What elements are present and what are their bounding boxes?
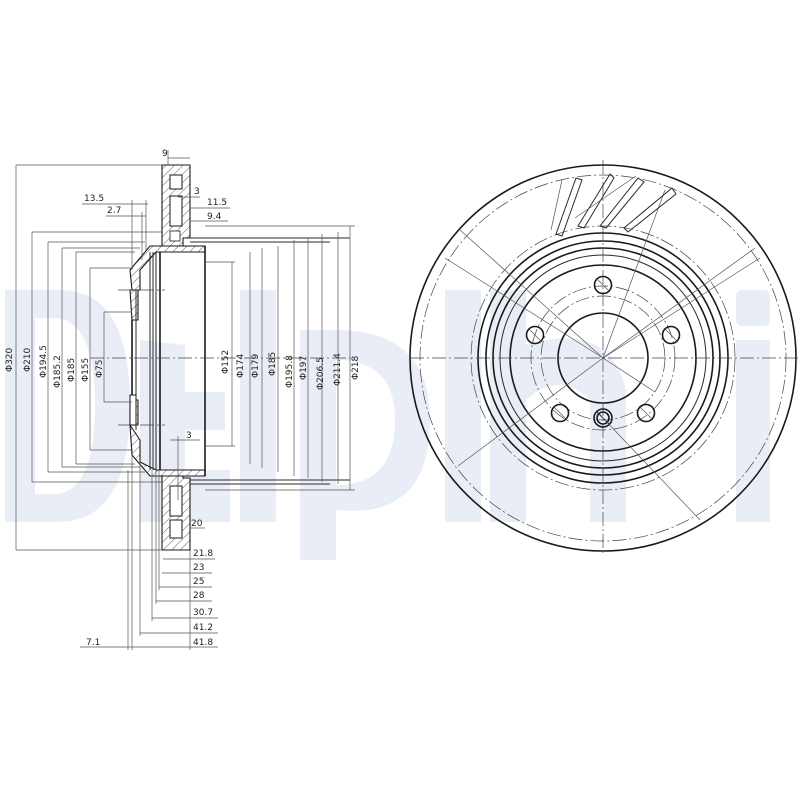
dim-w30-7: 30.7: [193, 608, 213, 618]
bolt-hole: [661, 325, 681, 345]
bolt-hole: [593, 275, 613, 295]
dim-d211-4: Φ211.4: [333, 353, 343, 386]
bolt-hole: [550, 403, 570, 423]
dim-w13-5: 13.5: [84, 194, 104, 204]
dim-w28: 28: [193, 591, 205, 601]
dim-w3-top: 3: [194, 187, 200, 197]
dim-d75: Φ75: [95, 359, 105, 378]
dim-d185-left: Φ185: [67, 358, 77, 382]
dim-w2-7: 2.7: [107, 206, 121, 216]
dim-d174: Φ174: [236, 353, 246, 378]
dim-d320: Φ320: [5, 347, 15, 372]
dim-d179: Φ179: [251, 353, 261, 378]
dim-d185-right: Φ185: [268, 352, 278, 376]
hub-wall: [129, 289, 139, 321]
dim-d197: Φ197: [299, 356, 309, 380]
dim-w23: 23: [193, 563, 204, 573]
left-diameter-dimensions: Φ320 Φ210 Φ194.5 Φ185.2 Φ185 Φ155 Φ75: [5, 164, 162, 551]
dim-d194-5: Φ194.5: [39, 345, 49, 378]
bolt-hole: [636, 403, 656, 423]
right-diameter-dimensions: Φ152 Φ174 Φ179 Φ185 Φ195.8 Φ197 Φ206.5 Φ…: [205, 225, 361, 491]
front-view: [409, 160, 800, 555]
dim-w21-8: 21.8: [193, 549, 213, 559]
dim-w41-2: 41.2: [193, 623, 213, 633]
dim-w41-8: 41.8: [193, 638, 213, 648]
dim-w20: 20: [191, 519, 203, 529]
dim-d210: Φ210: [23, 347, 33, 372]
dim-d155: Φ155: [81, 358, 91, 382]
dim-w9: 9: [162, 149, 168, 159]
dim-w9-4: 9.4: [207, 212, 222, 222]
dim-d185-2: Φ185.2: [53, 355, 63, 388]
dim-d206-5: Φ206.5: [316, 357, 326, 390]
cooling-vanes: [550, 173, 677, 237]
dim-w3-bottom: 3: [186, 431, 192, 441]
dim-d195-8: Φ195.8: [285, 355, 295, 388]
dim-w7-1: 7.1: [86, 638, 100, 648]
locating-hole: [593, 408, 613, 428]
bolt-holes: [525, 275, 681, 428]
dim-w25: 25: [193, 577, 204, 587]
dim-d152: Φ152: [221, 350, 231, 374]
hub-top: [129, 245, 206, 291]
dim-w11-5: 11.5: [207, 198, 227, 208]
bottom-width-dimensions: 3 20 21.8 23 25 28 30.7 41.2 41.8 7.1: [80, 431, 218, 650]
dim-d218: Φ218: [351, 355, 361, 380]
bolt-hole: [525, 325, 545, 345]
top-width-dimensions: 9 3 11.5 9.4 13.5 2.7: [82, 149, 230, 270]
section-view: [90, 164, 350, 551]
